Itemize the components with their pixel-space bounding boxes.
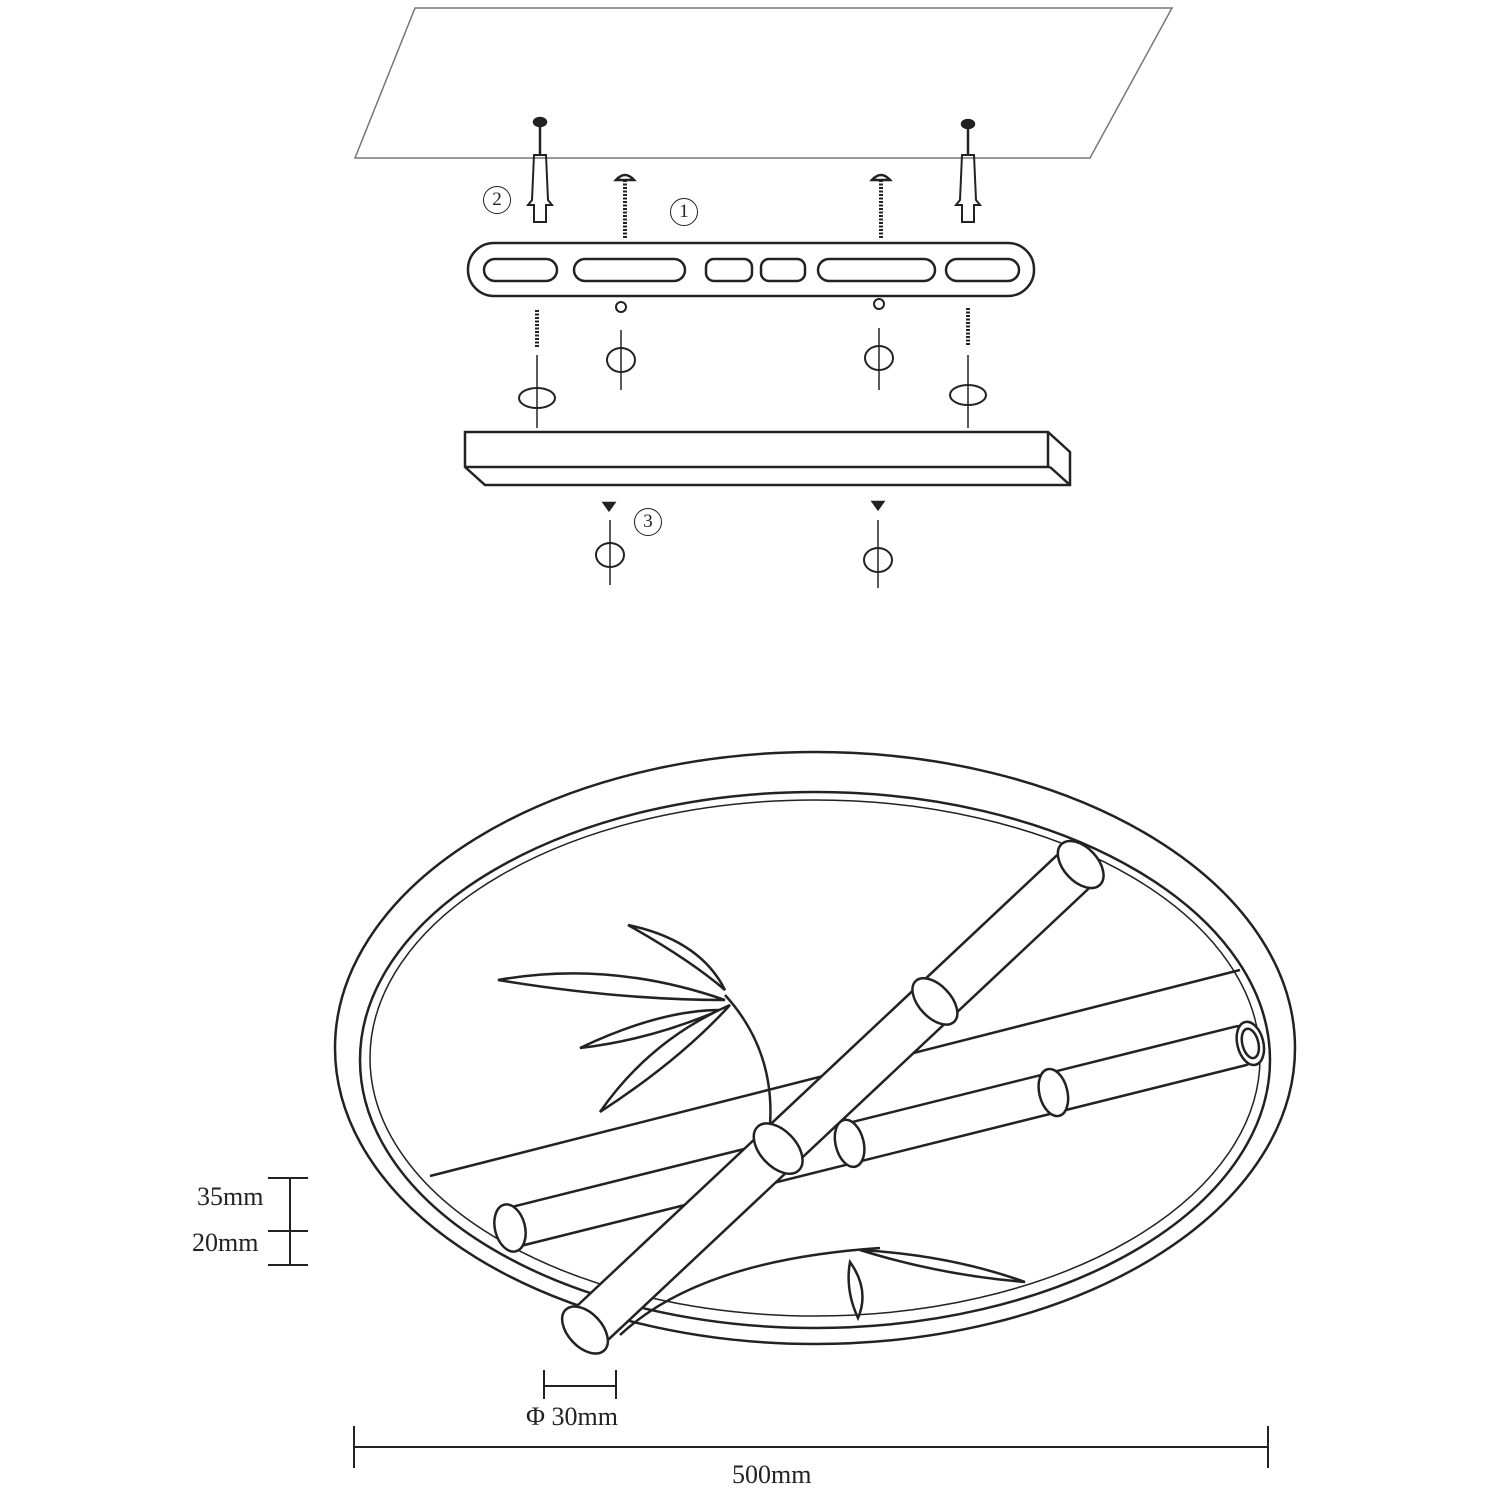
- callout-step-3: 3: [634, 508, 662, 536]
- wall-anchor-left: [525, 116, 555, 223]
- fastener-column-right: [949, 308, 987, 428]
- height-top-label: 35mm: [197, 1182, 264, 1211]
- screw-2: [869, 173, 893, 238]
- bamboo-leaves-top: [497, 923, 772, 1126]
- diameter-dimension: [543, 1370, 617, 1399]
- bamboo-leaves-bottom: [619, 1246, 1026, 1336]
- tube-diameter-label: Φ 30mm: [526, 1402, 618, 1431]
- bamboo-tube-diagonal: [560, 839, 1105, 1355]
- cap-nut-left: [595, 501, 625, 585]
- bamboo-tube-horizontal: [493, 1020, 1266, 1253]
- width-dimension: [353, 1426, 1269, 1468]
- fastener-column-mid-left: [606, 301, 636, 390]
- height-dimension: [268, 1177, 308, 1266]
- width-label: 500mm: [732, 1460, 812, 1489]
- cap-nut-right: [863, 500, 893, 588]
- height-bottom-label: 20mm: [192, 1228, 259, 1257]
- lamp-base-plate: [463, 430, 1072, 487]
- wall-anchor-right: [953, 118, 983, 223]
- fastener-column-mid-right: [864, 298, 894, 390]
- fastener-column-left: [518, 310, 556, 428]
- callout-step-1: 1: [670, 198, 698, 226]
- callout-step-2: 2: [483, 186, 511, 214]
- screw-1: [613, 173, 637, 238]
- mounting-bracket: [466, 241, 1036, 298]
- ceiling-plane: [353, 7, 1174, 159]
